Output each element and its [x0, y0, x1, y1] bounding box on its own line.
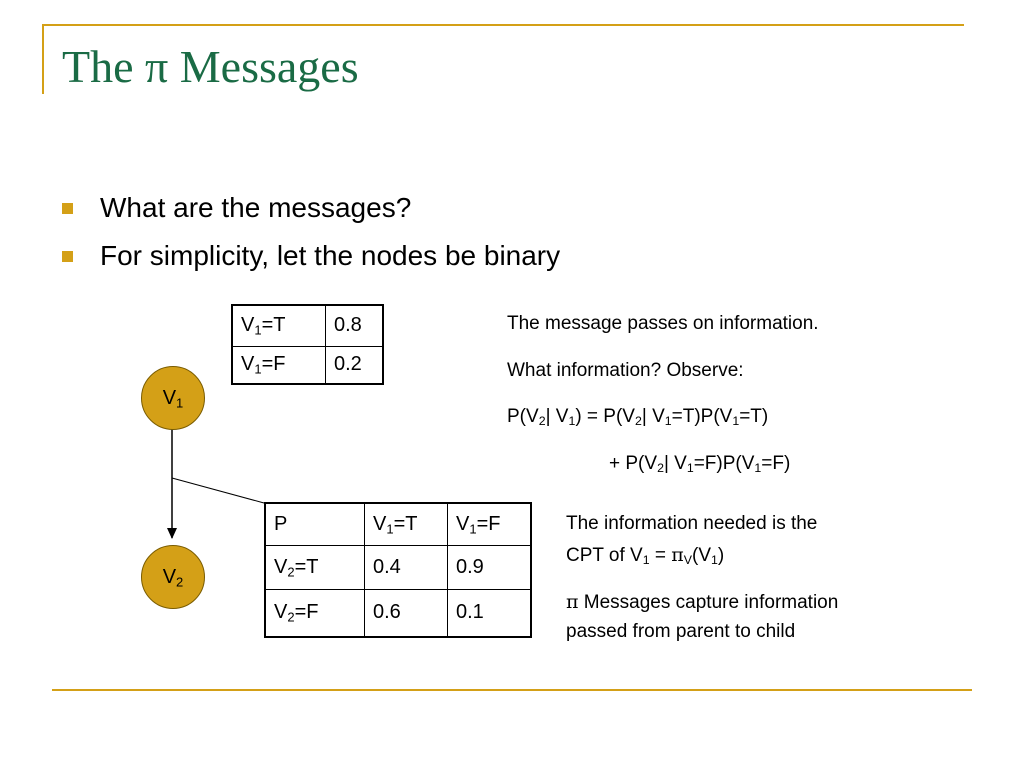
bullet-item: For simplicity, let the nodes be binary [62, 236, 560, 284]
table-header-cell: V1=F [447, 502, 532, 546]
bullet-text: For simplicity, let the nodes be binary [100, 240, 561, 271]
table-cell: 0.2 [325, 345, 384, 385]
table-header-row: P V1=T V1=F [264, 502, 532, 546]
arrow-head-icon [167, 528, 177, 539]
info-text-line: The information needed is the [566, 513, 818, 534]
table-row: V1=F 0.2 [231, 345, 384, 385]
table-cell: 0.1 [447, 588, 532, 638]
title-rest: Messages [179, 41, 359, 92]
frame-bottom-rule [52, 689, 972, 691]
table-cell: V1=T [231, 304, 326, 347]
table-cell: P [264, 502, 365, 546]
table-row: V2=F 0.6 0.1 [264, 588, 532, 638]
table-cell: V2=F [264, 588, 365, 638]
frame-top-rule [42, 24, 964, 26]
table-header-cell: V1=T [364, 502, 448, 546]
table-cell: 0.8 [325, 304, 384, 347]
bullet-list: What are the messages? For simplicity, l… [62, 188, 560, 284]
table-cell: V1=F [231, 345, 326, 385]
bullet-item: What are the messages? [62, 188, 560, 236]
equation-line-1: P(V2| V1) = P(V2| V1=T)P(V1=T) [507, 406, 769, 429]
info-text-line: passed from parent to child [566, 621, 796, 642]
bullet-square-icon [62, 203, 73, 214]
node-v1: V1 [141, 366, 205, 430]
cpt-connector-line [171, 477, 265, 504]
table-cell: 0.9 [447, 544, 532, 590]
table-cell: 0.4 [364, 544, 448, 590]
title-pi-symbol: π [145, 41, 169, 92]
slide-title: The π Messages [62, 40, 359, 93]
table-cell: V2=T [264, 544, 365, 590]
info-text-line: π Messages capture information [566, 591, 839, 613]
message-text-line: The message passes on information. [507, 313, 819, 334]
bullet-square-icon [62, 251, 73, 262]
prior-table-v1: V1=T 0.8 V1=F 0.2 [231, 304, 384, 385]
title-prefix: The [62, 41, 134, 92]
bullet-text: What are the messages? [100, 192, 412, 223]
table-row: V1=T 0.8 [231, 304, 384, 347]
table-row: V2=T 0.4 0.9 [264, 544, 532, 590]
table-cell: 0.6 [364, 588, 448, 638]
frame-left-rule [42, 24, 44, 94]
equation-line-2: + P(V2| V1=F)P(V1=F) [609, 453, 791, 476]
node-v2: V2 [141, 545, 205, 609]
message-text-line: What information? Observe: [507, 360, 744, 381]
info-text-line: CPT of V1 = πV(V1) [566, 544, 725, 568]
cpt-table-v2: P V1=T V1=F V2=T 0.4 0.9 V2=F 0.6 0.1 [264, 502, 532, 638]
